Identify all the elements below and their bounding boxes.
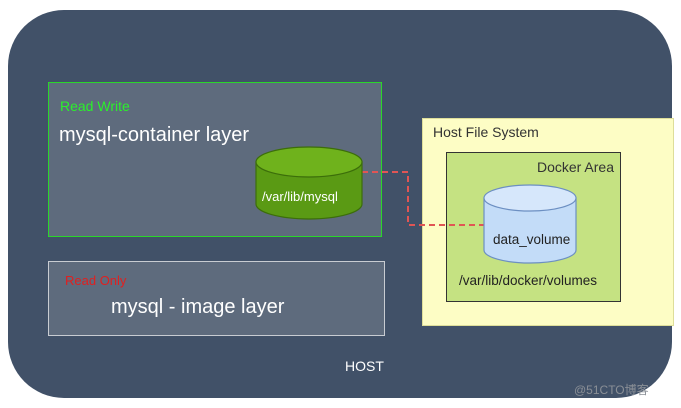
image-layer-title: mysql - image layer [111, 296, 285, 318]
volume-mount-connector [362, 171, 484, 226]
read-write-label: Read Write [60, 98, 130, 114]
container-layer-title: mysql-container layer [59, 124, 250, 146]
host-file-system: Host File System Docker Area /var/lib/do… [422, 118, 674, 326]
docker-area: Docker Area /var/lib/docker/volumes [446, 152, 621, 302]
docker-volumes-path: /var/lib/docker/volumes [459, 273, 598, 288]
host-file-system-label: Host File System [433, 124, 539, 140]
host-label: HOST [345, 358, 384, 374]
watermark: @51CTO博客 [574, 383, 649, 397]
container-volume-path: /var/lib/mysql [262, 189, 338, 204]
data-volume-label: data_volume [493, 232, 571, 247]
read-only-label: Read Only [65, 273, 127, 288]
docker-area-label: Docker Area [536, 159, 614, 175]
image-layer: Read Only mysql - image layer [48, 261, 385, 336]
container-volume-cylinder [255, 146, 363, 220]
data-volume-cylinder [483, 184, 577, 264]
